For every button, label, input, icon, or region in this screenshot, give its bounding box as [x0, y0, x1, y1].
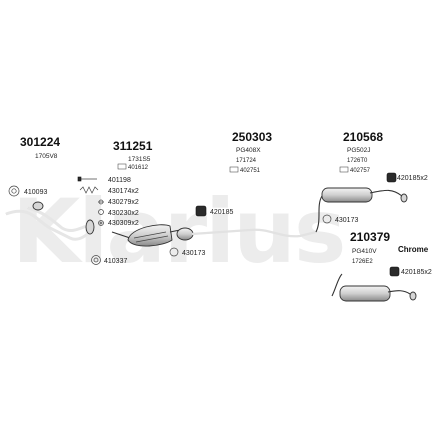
hardware-number: 410093: [24, 189, 47, 196]
part-number: 210379: [350, 230, 390, 244]
middle-silencer-icon: [176, 227, 194, 241]
tailpipe-icon: [409, 291, 417, 301]
hanger-420185x2-b: 420185x2: [389, 266, 432, 277]
part-code-2: 1726E2: [352, 259, 373, 265]
front-downpipe: [5, 201, 95, 241]
part-code: 1731S5: [128, 156, 151, 163]
bolt-430279: 430279x2: [98, 199, 139, 206]
rear-silencer-chrome: 420185x2: [331, 266, 432, 302]
washer-430309: 430309x2: [98, 220, 139, 227]
hardware-column: 401198 430174x2 430279x2 430230x2 430309…: [77, 176, 139, 227]
hardware-number: 420185: [210, 209, 233, 216]
ref-number: 401612: [128, 165, 149, 171]
ref-box-icon: [229, 166, 239, 173]
assembly-311251: 311251 1731S5 401612: [113, 139, 153, 171]
washer-icon: [98, 220, 104, 226]
flange-icon: [32, 201, 44, 211]
hardware-number: 420185x2: [401, 269, 432, 276]
hardware-number: 430230x2: [108, 210, 139, 217]
nut-icon: [98, 209, 104, 215]
hanger-420185x2-a: 420185x2: [386, 172, 428, 183]
flange-icon: [85, 219, 95, 235]
part-code: PG408X: [236, 147, 261, 154]
part-code-2: 171724: [236, 158, 257, 164]
part-code: 1705V8: [35, 153, 58, 160]
hardware-number: 430173: [182, 250, 205, 257]
ref-number: 402757: [350, 168, 371, 174]
middle-section: 420185 430173: [169, 205, 317, 257]
silencer-body: [321, 187, 373, 203]
assembly-250303: 250303 PG408X 171724 402751: [229, 130, 272, 174]
hardware-number: 430279x2: [108, 199, 139, 206]
gasket-410337: 410337: [91, 255, 127, 265]
rubber-hanger-icon: [389, 266, 400, 277]
rear-silencer-standard: 420185x2 430173: [315, 172, 428, 233]
nut-430230: 430230x2: [98, 209, 139, 217]
rubber-hanger-icon: [195, 205, 207, 217]
catalytic-converter: [111, 224, 181, 247]
hardware-number: 401198: [108, 177, 131, 184]
part-code: PG410V: [352, 248, 377, 255]
silencer-body: [339, 285, 391, 302]
tailpipe-icon: [400, 193, 408, 203]
clamp-icon: [169, 247, 179, 257]
clamp-430173-a: 430173: [169, 247, 205, 257]
hardware-number: 420185x2: [397, 175, 428, 182]
part-number: 301224: [20, 135, 60, 149]
part-number: 311251: [113, 139, 153, 153]
gasket-410093: 410093: [8, 185, 47, 197]
converter-body: [127, 224, 173, 247]
part-code: PG502J: [347, 147, 371, 154]
bolt-401198: 401198: [77, 176, 131, 184]
hardware-number: 410337: [104, 258, 127, 265]
part-code-2: 1726T0: [347, 158, 368, 164]
hardware-number: 430174x2: [108, 188, 139, 195]
ref-number: 402751: [240, 168, 261, 174]
gasket-icon: [91, 255, 101, 265]
hanger-420185: 420185: [195, 205, 233, 217]
hardware-number: 430173: [335, 217, 358, 224]
spring-icon: [79, 186, 99, 194]
chrome-label: Chrome: [398, 245, 429, 254]
part-number: 250303: [232, 130, 272, 144]
ref-box-icon: [339, 166, 349, 173]
gasket-icon: [8, 185, 20, 197]
spring-430174: 430174x2: [79, 186, 139, 195]
clamp-icon: [322, 214, 332, 224]
assembly-301224: 301224 1705V8: [20, 135, 60, 160]
rubber-hanger-icon: [386, 172, 397, 183]
part-number: 210568: [343, 130, 383, 144]
assembly-210568: 210568 PG502J 1726T0 402757: [339, 130, 383, 174]
ref-box-icon: [117, 163, 127, 170]
hardware-number: 430309x2: [108, 220, 139, 227]
clamp-430173-b: 430173: [322, 214, 358, 224]
assembly-210379: 210379 PG410V 1726E2: [350, 230, 390, 265]
